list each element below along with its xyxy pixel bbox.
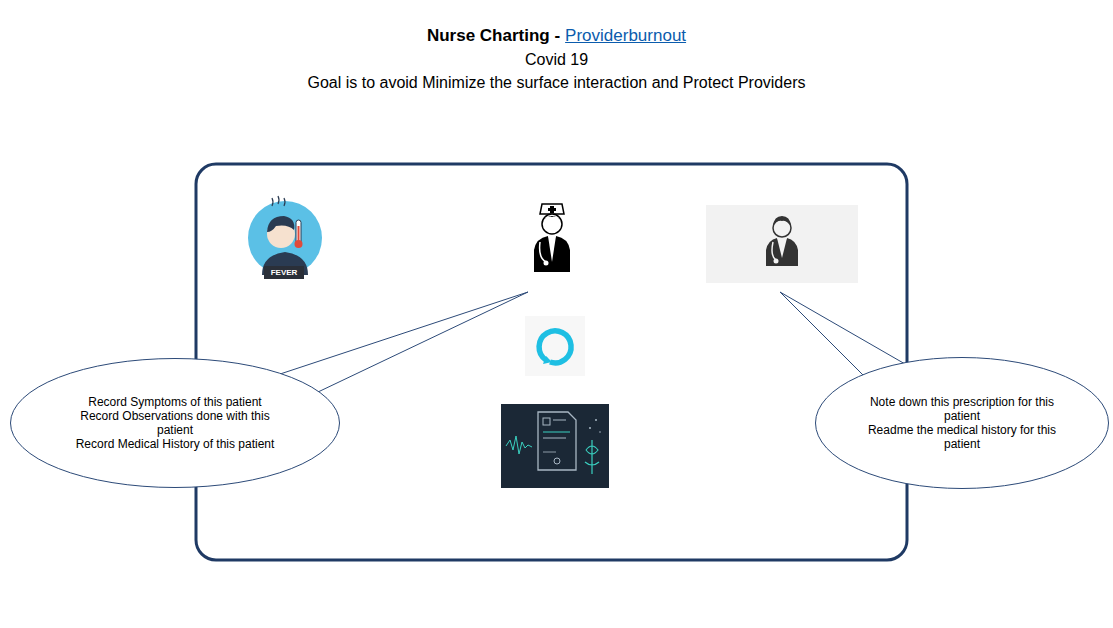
container-frame <box>196 164 907 560</box>
callout-text-block: Record Symptoms of this patientRecord Ob… <box>62 395 288 451</box>
callout-tail <box>262 292 528 392</box>
title-row: Nurse Charting -Providerburnout <box>0 26 1113 46</box>
link-text: Providerburnout <box>565 26 686 46</box>
icon-badge-text: FEVER <box>264 267 304 278</box>
subtitle: Goal is to avoid Minimize the surface in… <box>0 74 1113 92</box>
callout-text: Record Observations done with this patie… <box>62 409 288 437</box>
subtitle: Covid 19 <box>0 51 1113 69</box>
callout-text: Record Medical History of this patient <box>62 437 288 451</box>
callout-text: Record Symptoms of this patient <box>62 395 288 409</box>
callout-ellipse: Note down this prescription for this pat… <box>815 357 1109 489</box>
doctor-icon <box>706 205 858 283</box>
callout-text: Note down this prescription for this pat… <box>859 395 1065 423</box>
nurse-icon <box>524 200 579 276</box>
alexa-icon <box>525 316 585 376</box>
callout-text: Readme the medical history for this pati… <box>859 423 1065 451</box>
fever-patient-icon <box>248 196 322 279</box>
ellipse-outline <box>11 359 340 488</box>
ellipse-outline <box>816 358 1109 489</box>
callout-ellipse: Record Symptoms of this patientRecord Ob… <box>10 358 340 488</box>
medical-document-icon <box>501 404 609 488</box>
title: Nurse Charting - <box>427 26 560 46</box>
callout-text-block: Note down this prescription for this pat… <box>859 395 1065 451</box>
